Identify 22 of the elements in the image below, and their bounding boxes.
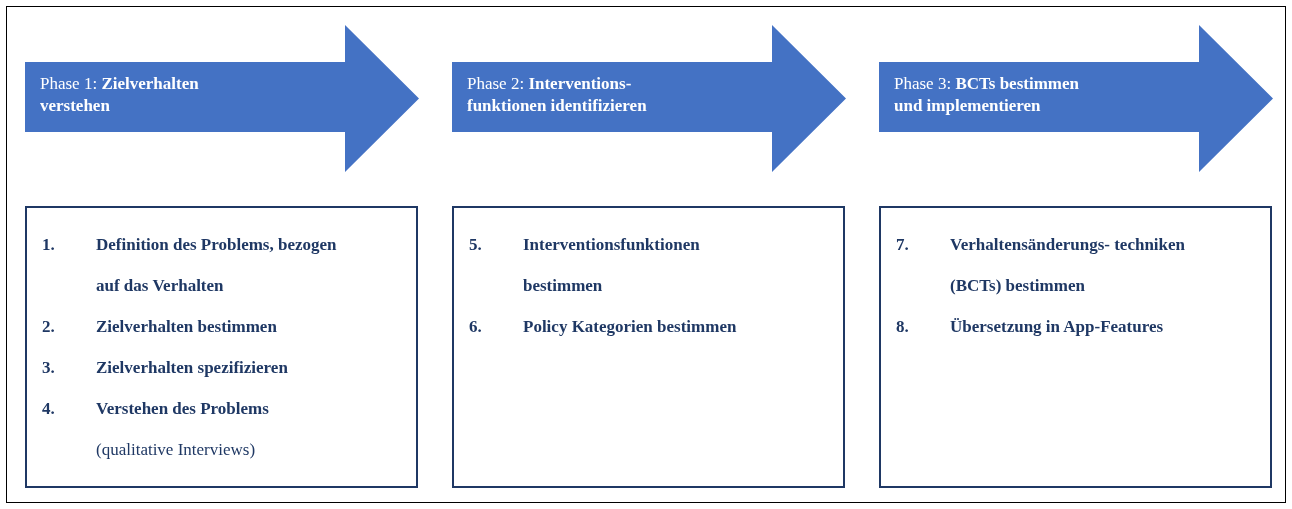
step-number: 2. [42,316,56,338]
step-list-box [25,206,418,488]
step-number: 5. [469,234,483,256]
step-text: Interventionsfunktionen bestimmen [523,234,701,297]
step-text: Definition des Problems, bezogen auf das Verhalten [96,234,338,297]
step-text: Übersetzung in App-Features [950,316,1165,338]
step-list-box [879,206,1272,488]
step-number: 7. [896,234,910,256]
phase-title: Phase 1: Zielverhalten verstehen [40,73,200,117]
step-number: 3. [42,357,56,379]
phase-title: Phase 2: Interventions- funktionen identifizieren [467,73,648,117]
step-list-box [452,206,845,488]
step-text: Verhaltensänderungs- techniken (BCTs) bestimmen [950,234,1187,297]
step-text: Verstehen des Problems (qualitative Interviews) [96,398,270,461]
step-number: 1. [42,234,56,256]
step-number: 6. [469,316,483,338]
step-number: 4. [42,398,56,420]
phase-title: Phase 3: BCTs bestimmen und implementieren [894,73,1080,117]
step-text: Zielverhalten bestimmen [96,316,278,338]
step-text: Policy Kategorien bestimmen [523,316,738,338]
step-number: 8. [896,316,910,338]
step-text: Zielverhalten spezifizieren [96,357,289,379]
